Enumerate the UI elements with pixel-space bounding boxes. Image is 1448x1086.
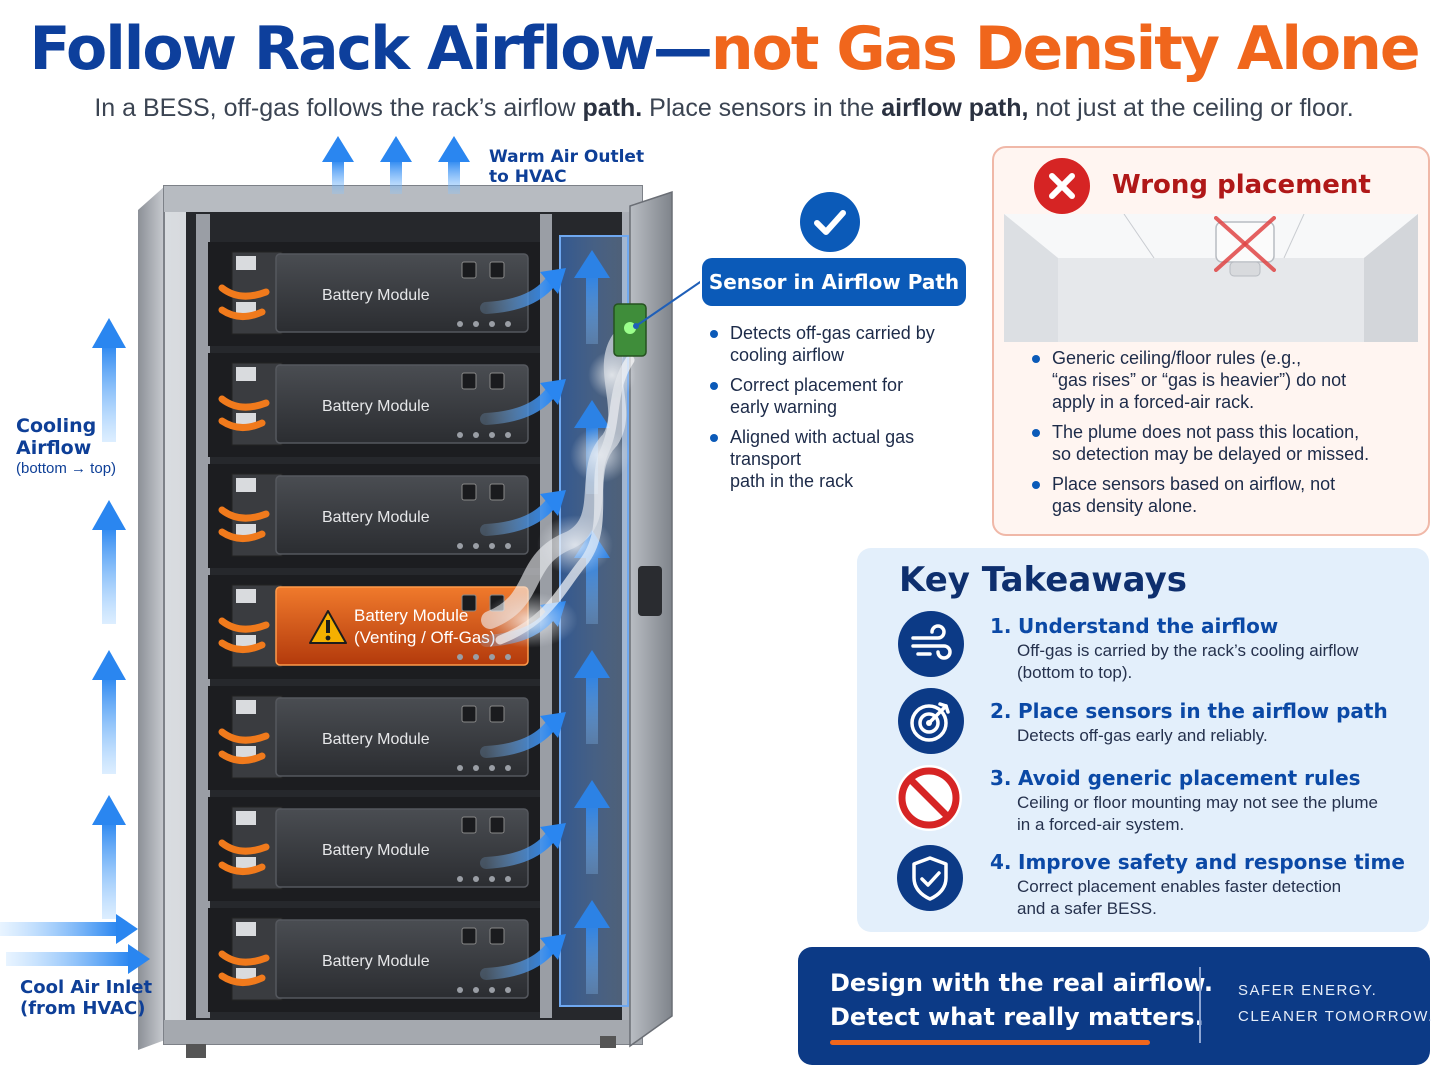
module-label: Battery Module	[322, 842, 430, 859]
battery-module: Battery Module	[208, 242, 540, 346]
warm-air-arrows	[322, 136, 470, 194]
module-label-venting: Battery Module	[354, 606, 468, 625]
footer-divider	[1199, 967, 1201, 1043]
sensor-badge: Sensor in Airflow Path	[702, 258, 966, 306]
battery-module: Battery Module	[208, 797, 540, 901]
cooling-up-arrow	[92, 500, 126, 624]
cooling-airflow-arrows	[92, 318, 126, 919]
takeaway-4-heading: 4.Improve safety and response time	[990, 850, 1405, 874]
module-label: Battery Module	[322, 398, 430, 415]
x-close-icon	[1034, 158, 1090, 214]
wrong-bullets: Generic ceiling/floor rules (e.g.,“gas r…	[1030, 347, 1414, 525]
gas-sensor	[613, 280, 700, 357]
module-airflow-arrow	[480, 712, 566, 758]
battery-module: Battery Module	[208, 686, 540, 790]
takeaway-1-body: Off-gas is carried by the rack’s cooling…	[1017, 641, 1359, 682]
module-airflow-arrow	[480, 490, 566, 536]
module-label-venting-sub: (Venting / Off-Gas)	[354, 628, 495, 647]
battery-module: Battery Module	[208, 353, 540, 457]
rack-side-panel	[138, 186, 165, 1050]
module-label: Battery Module	[322, 953, 430, 970]
airflow-icon	[898, 611, 964, 677]
list-item: Generic ceiling/floor rules (e.g.,“gas r…	[1030, 347, 1414, 413]
cool-air-inlet-label: Cool Air Inlet(from HVAC)	[20, 977, 153, 1019]
warning-triangle-icon	[309, 610, 347, 644]
cooling-up-arrow	[92, 650, 126, 774]
takeaway-2-body: Detects off-gas early and reliably.	[1017, 726, 1268, 745]
list-item: The plume does not pass this location,so…	[1030, 421, 1414, 465]
shield-check-icon	[897, 845, 963, 911]
takeaway-3-heading: 3.Avoid generic placement rules	[990, 766, 1361, 790]
column-up-arrow	[574, 780, 610, 874]
target-icon	[898, 688, 964, 754]
module-label: Battery Module	[322, 509, 430, 526]
off-gas-plume	[481, 331, 636, 648]
takeaway-2-heading: 2.Place sensors in the airflow path	[990, 699, 1388, 723]
prohibited-icon	[896, 765, 962, 831]
cooling-up-arrow	[92, 318, 126, 442]
cool-air-inlet-arrows	[0, 914, 150, 974]
battery-module: Battery Module	[208, 464, 540, 568]
battery-module: Battery Module	[208, 908, 540, 1012]
column-up-arrow	[574, 650, 610, 744]
module-airflow-arrow	[480, 268, 566, 314]
footer-banner	[798, 947, 1430, 1065]
page-title: Follow Rack Airflow—not Gas Density Alon…	[29, 14, 1420, 84]
module-label: Battery Module	[322, 731, 430, 748]
ceiling-sensor-illustration	[1004, 214, 1418, 342]
footer-slogan: Design with the real airflow.Detect what…	[830, 969, 1214, 1031]
takeaway-4-body: Correct placement enables faster detecti…	[1017, 877, 1342, 918]
door-handle	[638, 566, 662, 616]
footer-underline	[830, 1040, 1150, 1045]
module-airflow-arrow	[480, 934, 566, 980]
page-subtitle: In a BESS, off-gas follows the rack’s ai…	[94, 94, 1354, 122]
wrong-placement-title: Wrong placement	[1112, 170, 1371, 200]
module-airflow-arrow	[480, 379, 566, 425]
battery-module-venting: Battery Module (Venting / Off-Gas)	[208, 575, 540, 679]
rack-door	[629, 190, 673, 1048]
takeaway-1-heading: 1.Understand the airflow	[990, 614, 1279, 638]
column-up-arrow	[574, 900, 610, 994]
module-label: Battery Module	[322, 287, 430, 304]
cooling-up-arrow	[92, 795, 126, 919]
checkmark-icon	[800, 192, 860, 252]
key-takeaways-title: Key Takeaways	[899, 560, 1187, 600]
takeaway-3-body: Ceiling or floor mounting may not see th…	[1017, 793, 1378, 834]
module-airflow-arrow	[480, 823, 566, 869]
footer-tagline: SAFER ENERGY.CLEANER TOMORROW.	[1238, 982, 1434, 1025]
column-up-arrow	[574, 250, 610, 344]
